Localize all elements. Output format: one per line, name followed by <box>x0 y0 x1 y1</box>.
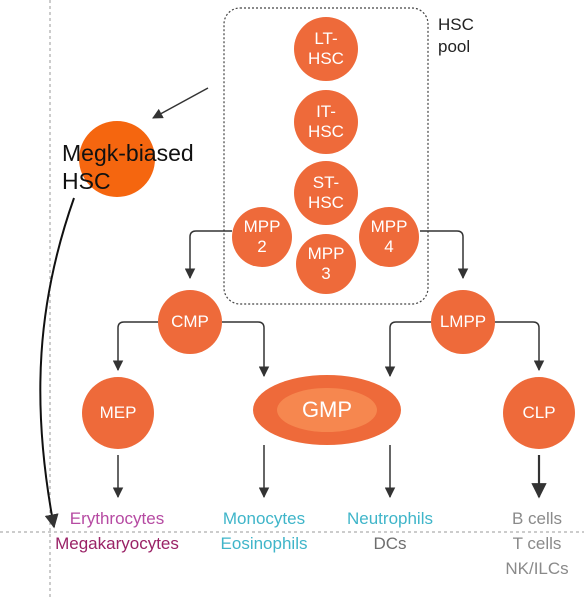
output-monocytes: Monocytes <box>222 509 306 528</box>
gmp-label: GMP <box>301 397 353 422</box>
lt-hsc-node <box>294 17 358 81</box>
mpp2-label: MPP 2 <box>243 217 281 256</box>
output-dcs: DCs <box>373 534 407 553</box>
mpp4-node <box>359 207 419 267</box>
output-erythrocytes: Erythrocytes <box>69 509 165 528</box>
arrow-cmp-to-mep <box>112 321 158 372</box>
cmp-node <box>158 290 222 354</box>
mpp3-label: MPP 3 <box>307 244 345 283</box>
arrow-cmp-to-gmp <box>222 321 270 378</box>
arrow-to-megk <box>152 87 209 119</box>
arrow-lmpp-to-gmp <box>384 321 432 378</box>
it-hsc-node <box>294 90 358 154</box>
connector-lines <box>112 87 547 499</box>
gmp-inner-highlight <box>277 388 377 432</box>
mep-node <box>82 377 154 449</box>
lt-hsc-label: LT- HSC <box>308 29 344 68</box>
mpp4-label: MPP 4 <box>370 217 408 256</box>
output-megakaryocytes: Megakaryocytes <box>55 534 179 553</box>
output-b-cells: B cells <box>511 509 563 528</box>
megk-biased-hsc-label: Megk-biased HSC <box>62 140 194 194</box>
st-hsc-label: ST- HSC <box>308 173 344 212</box>
clp-label: CLP <box>522 403 556 422</box>
mep-label: MEP <box>99 403 137 422</box>
arrow-lmpp-to-clp <box>494 321 545 372</box>
cell-nodes <box>79 17 575 449</box>
mpp2-node <box>232 207 292 267</box>
st-hsc-node <box>294 161 358 225</box>
output-eosinophils: Eosinophils <box>220 534 308 553</box>
output-t-cells: T cells <box>512 534 562 553</box>
clp-node <box>503 377 575 449</box>
lmpp-label: LMPP <box>439 312 487 331</box>
hsc-pool-box <box>223 7 429 305</box>
arrow-mpp4-to-lmpp <box>420 230 469 280</box>
cmp-label: CMP <box>171 312 209 331</box>
arrow-mpp2-to-cmp <box>184 230 232 280</box>
output-nk-ilcs: NK/ILCs <box>505 559 569 578</box>
lmpp-node <box>431 290 495 354</box>
mpp3-node <box>296 234 356 294</box>
output-neutrophils: Neutrophils <box>347 509 433 528</box>
it-hsc-label: IT- HSC <box>308 102 344 141</box>
megk-biased-hsc-node <box>79 121 155 197</box>
arrow-megk-to-erythrocytes <box>39 197 75 529</box>
hsc-pool-label: HSC pool <box>438 15 474 56</box>
